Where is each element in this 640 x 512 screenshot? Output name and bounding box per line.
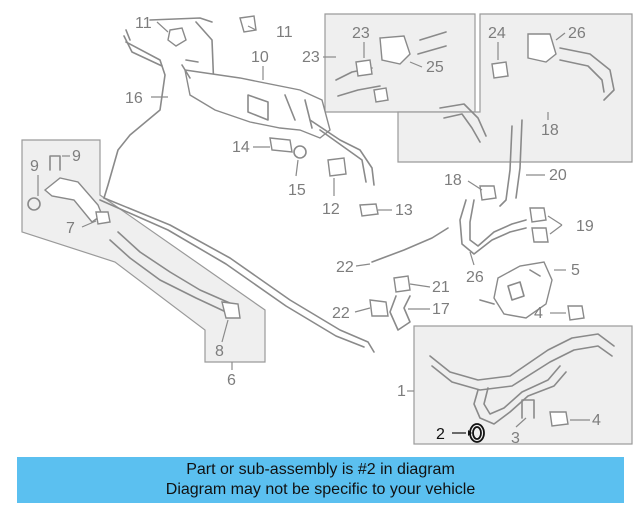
clip-9-upper [95, 211, 111, 225]
coolant-pipe-16 [103, 29, 166, 199]
clip-11-left [167, 27, 187, 47]
hose-6-lower [109, 231, 233, 313]
callout-2: 2 [436, 426, 445, 443]
callout-10: 10 [251, 49, 269, 66]
callout-14: 14 [232, 139, 250, 156]
callout-9-lower: 8 [215, 343, 224, 360]
clip-18-lower [369, 299, 389, 317]
clip-4-upper [567, 305, 585, 321]
callout-17: 17 [432, 301, 450, 318]
hose-25 [459, 199, 527, 255]
clip-26-left [479, 185, 497, 201]
pipe-24 [499, 119, 523, 207]
hose-21-lower [439, 103, 487, 143]
callout-9-upper: 7 [66, 220, 75, 237]
manifold-10-details [181, 59, 313, 129]
clip-22-box20 [355, 59, 373, 77]
callout-3: 3 [511, 430, 520, 447]
clip-26-right-a [529, 207, 547, 223]
valve-21 [527, 33, 557, 63]
clip-9-lower [221, 301, 241, 319]
callout-23-box20: 25 [426, 59, 444, 76]
housing-5-details [479, 269, 541, 305]
hose-assembly-1 [429, 333, 615, 391]
callout-24: 20 [549, 167, 567, 184]
clip-13 [359, 203, 379, 217]
manifold-10 [184, 69, 331, 139]
callout-11-left: 11 [135, 15, 152, 32]
banner-line-1: Part or sub-assembly is #2 in diagram [186, 461, 455, 478]
clip-11-right [239, 15, 257, 33]
clip-26-right-b [531, 227, 549, 243]
clip-22-box21 [491, 61, 509, 79]
callout-19: 22 [336, 259, 354, 276]
callout-23-box21: 26 [568, 25, 586, 42]
info-banner: Part or sub-assembly is #2 in diagram Di… [17, 457, 624, 503]
parts-diagram: 11 11 10 16 14 15 12 13 9 9 7 8 6 22 21 … [21, 13, 633, 447]
coolant-pipe-16-parallel [99, 199, 365, 348]
coolant-pipe-16-lower [103, 197, 375, 353]
seal-7 [27, 197, 41, 211]
callout-18-upper: 21 [432, 279, 450, 296]
callout-1: 1 [397, 383, 406, 400]
hose-21 [559, 47, 615, 101]
banner-line-2: Diagram may not be specific to your vehi… [165, 481, 476, 498]
hose-assembly-1-lower [473, 365, 567, 425]
callout-7: 9 [30, 158, 39, 175]
pipe-19 [371, 227, 449, 263]
hose-17 [389, 295, 411, 331]
hose-20 [335, 31, 447, 97]
callout-13: 13 [395, 202, 413, 219]
callout-12: 12 [322, 201, 340, 218]
callout-4-upper: 4 [534, 305, 543, 322]
o-ring-2-inner [472, 426, 482, 440]
clip-18-upper [393, 275, 411, 293]
group-box-6 [21, 139, 266, 363]
callout-20: 23 [302, 49, 320, 66]
callout-25: 26 [466, 269, 484, 286]
bracket-8 [49, 155, 61, 171]
manifold-10-outlet [309, 119, 375, 186]
callout-11-right: 11 [276, 24, 293, 41]
valve-20 [379, 35, 411, 65]
leader-lines [37, 21, 590, 436]
bracket-3 [521, 399, 535, 419]
seal-15 [293, 145, 307, 159]
callout-26-right: 19 [576, 218, 594, 235]
callout-8: 9 [72, 148, 81, 165]
callout-22-box20: 23 [352, 25, 370, 42]
coolant-pipe-16-top [123, 17, 215, 91]
callout-22-box21: 24 [488, 25, 506, 42]
callout-21: 18 [541, 122, 559, 139]
leader-2-arrowhead [468, 430, 472, 436]
callout-5: 5 [571, 262, 580, 279]
callout-26-left: 18 [444, 172, 462, 189]
callout-15: 15 [288, 182, 306, 199]
callout-18-lower: 22 [332, 305, 350, 322]
clip-12 [327, 157, 347, 177]
callout-6: 6 [227, 372, 236, 389]
callout-16: 16 [125, 90, 143, 107]
clip-20-lower [373, 87, 389, 103]
callout-4-lower: 4 [592, 412, 601, 429]
clip-4-lower [549, 411, 569, 427]
fitting-14 [269, 137, 293, 153]
